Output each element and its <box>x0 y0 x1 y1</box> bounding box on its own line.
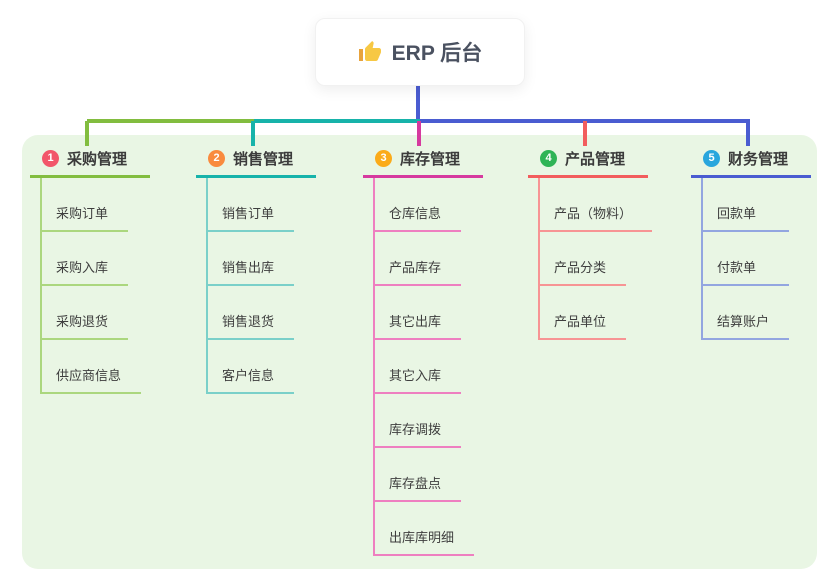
child-node[interactable]: 其它出库 <box>375 286 462 340</box>
child-node[interactable]: 回款单 <box>703 178 789 232</box>
child-node[interactable]: 产品分类 <box>540 232 627 286</box>
connector-drop-inventory <box>417 121 421 146</box>
branches-panel <box>22 135 817 569</box>
connector-drop-sales <box>251 121 255 146</box>
connector-drop-product <box>583 121 587 146</box>
connector-drop-finance <box>746 121 750 146</box>
branch-label: 销售管理 <box>233 151 294 168</box>
branch-sales: 2 销售管理 销售订单 销售出库 销售退货 客户信息 <box>196 146 336 394</box>
root-node-erp[interactable]: ERP 后台 <box>315 18 525 86</box>
child-node[interactable]: 销售订单 <box>208 178 295 232</box>
child-node[interactable]: 其它入库 <box>375 340 462 394</box>
branch-index-badge: 2 <box>208 150 225 167</box>
thumbs-up-icon <box>358 40 382 64</box>
branch-children: 回款单 付款单 结算账户 <box>701 178 831 340</box>
root-node-label: ERP 后台 <box>391 42 483 65</box>
child-node[interactable]: 库存盘点 <box>375 448 462 502</box>
child-node[interactable]: 付款单 <box>703 232 789 286</box>
branch-children: 产品（物料） 产品分类 产品单位 <box>538 178 668 340</box>
child-node[interactable]: 采购订单 <box>42 178 129 232</box>
child-node[interactable]: 出库库明细 <box>375 502 475 556</box>
child-node[interactable]: 产品（物料） <box>540 178 653 232</box>
branch-node-inventory[interactable]: 3 库存管理 <box>363 146 483 178</box>
branch-node-product[interactable]: 4 产品管理 <box>528 146 648 178</box>
child-node[interactable]: 仓库信息 <box>375 178 462 232</box>
child-node[interactable]: 采购入库 <box>42 232 129 286</box>
branch-label: 财务管理 <box>728 151 789 168</box>
branch-label: 产品管理 <box>565 151 626 168</box>
branch-label: 采购管理 <box>67 151 128 168</box>
branch-finance: 5 财务管理 回款单 付款单 结算账户 <box>691 146 831 340</box>
child-node[interactable]: 产品库存 <box>375 232 462 286</box>
child-node[interactable]: 结算账户 <box>703 286 790 340</box>
branch-label: 库存管理 <box>400 151 461 168</box>
branch-product: 4 产品管理 产品（物料） 产品分类 产品单位 <box>528 146 668 340</box>
connector-segment-sales <box>254 119 420 123</box>
branch-node-purchase[interactable]: 1 采购管理 <box>30 146 150 178</box>
child-node[interactable]: 采购退货 <box>42 286 129 340</box>
branch-inventory: 3 库存管理 仓库信息 产品库存 其它出库 其它入库 库存调拨 库存盘点 出库库… <box>363 146 503 556</box>
root-connector-line <box>416 84 420 121</box>
branch-index-badge: 1 <box>42 150 59 167</box>
branch-node-sales[interactable]: 2 销售管理 <box>196 146 316 178</box>
branch-children: 采购订单 采购入库 采购退货 供应商信息 <box>40 178 170 394</box>
branch-children: 仓库信息 产品库存 其它出库 其它入库 库存调拨 库存盘点 出库库明细 <box>373 178 503 556</box>
branch-index-badge: 3 <box>375 150 392 167</box>
child-node[interactable]: 产品单位 <box>540 286 627 340</box>
branch-purchase: 1 采购管理 采购订单 采购入库 采购退货 供应商信息 <box>30 146 170 394</box>
child-node[interactable]: 销售退货 <box>208 286 295 340</box>
child-node[interactable]: 销售出库 <box>208 232 295 286</box>
connector-segment-purchase <box>87 119 254 123</box>
connector-drop-purchase <box>85 121 89 146</box>
branch-index-badge: 5 <box>703 150 720 167</box>
branch-children: 销售订单 销售出库 销售退货 客户信息 <box>206 178 336 394</box>
branch-node-finance[interactable]: 5 财务管理 <box>691 146 811 178</box>
child-node[interactable]: 客户信息 <box>208 340 295 394</box>
child-node[interactable]: 库存调拨 <box>375 394 462 448</box>
child-node[interactable]: 供应商信息 <box>42 340 142 394</box>
branch-index-badge: 4 <box>540 150 557 167</box>
